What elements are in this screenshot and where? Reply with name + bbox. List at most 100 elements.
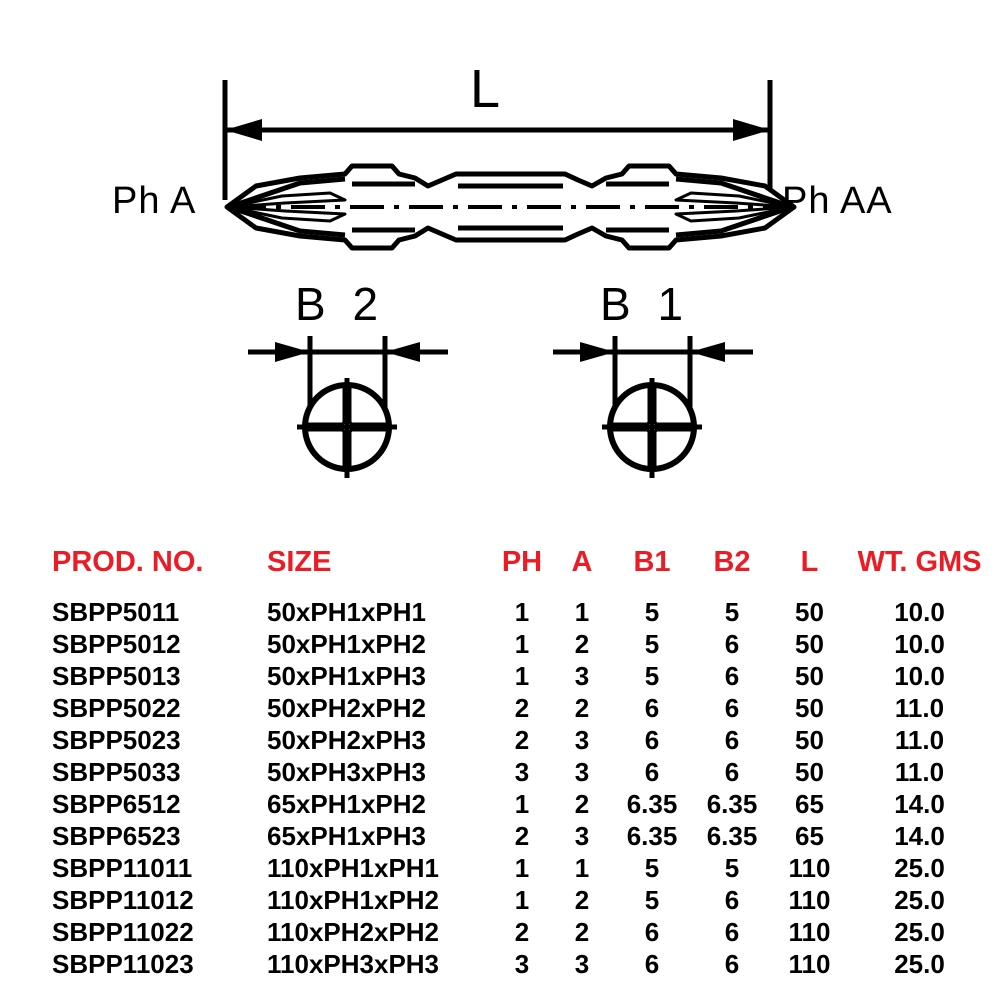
cell-prod-no: SBPP11023 — [52, 949, 194, 979]
cell-wt: 25.0 — [894, 853, 945, 883]
cell-b2: 5 — [724, 597, 740, 627]
cell-b2: 6 — [724, 629, 740, 659]
arrowhead-left — [225, 119, 262, 141]
b2-arrowhead-right — [385, 342, 420, 362]
cell-a: 2 — [574, 693, 590, 723]
cell-a: 1 — [574, 853, 590, 883]
technical-drawing: L Ph A Ph AA B 2 B 1 — [112, 59, 892, 478]
cell-b1: 6 — [644, 757, 660, 787]
cell-ph: 1 — [514, 597, 530, 627]
cell-prod-no: SBPP11011 — [52, 853, 193, 883]
cell-l: 50 — [795, 693, 824, 723]
cell-size: 65xPH1xPH3 — [267, 821, 426, 851]
cell-b1: 6.35 — [626, 789, 678, 819]
cell-l: 50 — [795, 757, 824, 787]
cell-a: 3 — [574, 725, 590, 755]
cell-prod-no: SBPP11022 — [52, 917, 194, 947]
cell-b2: 6 — [724, 693, 740, 723]
section-b2-label: B 2 — [295, 278, 386, 330]
cell-l: 110 — [788, 853, 831, 883]
cell-b2: 6 — [724, 757, 740, 787]
cell-a: 2 — [574, 885, 590, 915]
cell-b1: 5 — [644, 629, 660, 659]
bit-drawing-svg — [222, 80, 797, 478]
b1-arrowhead-right — [690, 342, 725, 362]
cell-l: 65 — [795, 789, 824, 819]
cell-a: 3 — [574, 821, 590, 851]
left-tip-wedge-upper — [227, 191, 347, 209]
cell-size: 50xPH1xPH3 — [267, 661, 426, 691]
cell-a: 2 — [574, 789, 590, 819]
right-tip-flute-upper — [675, 176, 793, 210]
column-header-ph: PH — [501, 546, 543, 578]
cell-a: 2 — [574, 629, 590, 659]
cell-b1: 6 — [644, 917, 660, 947]
left-tip-flute-lower — [228, 204, 346, 238]
cell-size: 50xPH2xPH2 — [267, 693, 426, 723]
cell-b1: 6 — [644, 693, 660, 723]
cell-prod-no: SBPP5013 — [52, 661, 181, 691]
b1-arrowhead-left — [580, 342, 615, 362]
cell-prod-no: SBPP5011 — [52, 597, 180, 627]
cell-prod-no: SBPP5022 — [52, 693, 181, 723]
section-b1 — [553, 336, 753, 478]
screwdriver-bit-body — [224, 163, 797, 251]
cell-wt: 10.0 — [894, 597, 945, 627]
cell-wt: 25.0 — [894, 885, 945, 915]
cell-b1: 6 — [644, 725, 660, 755]
column-header-wt: WT. GMS — [857, 546, 982, 578]
cell-b1: 5 — [644, 597, 660, 627]
cell-wt: 25.0 — [894, 949, 945, 979]
cell-ph: 3 — [514, 757, 530, 787]
cell-l: 110 — [788, 885, 831, 915]
cell-l: 50 — [795, 629, 824, 659]
cell-wt: 14.0 — [894, 789, 945, 819]
cell-ph: 2 — [514, 917, 530, 947]
section-b2 — [248, 336, 448, 478]
column-header-b2: B2 — [713, 546, 751, 578]
cell-ph: 1 — [514, 789, 530, 819]
cell-wt: 11.0 — [894, 725, 945, 755]
cell-b2: 6 — [724, 885, 740, 915]
cell-l: 65 — [795, 821, 824, 851]
cell-b2: 6.35 — [706, 821, 758, 851]
cell-size: 110xPH2xPH2 — [267, 917, 440, 947]
cell-a: 3 — [574, 757, 590, 787]
cell-size: 50xPH1xPH2 — [267, 629, 426, 659]
cell-b2: 5 — [724, 853, 740, 883]
cell-ph: 3 — [514, 949, 530, 979]
cell-size: 110xPH1xPH2 — [267, 885, 440, 915]
cell-b1: 5 — [644, 853, 660, 883]
column-header-l: L — [800, 546, 819, 578]
cell-a: 1 — [574, 597, 590, 627]
right-tip-flute-lower — [675, 204, 793, 238]
right-tip-wedge-lower — [674, 205, 794, 223]
right-tip-wedge-upper — [674, 191, 794, 209]
cell-b1: 6 — [644, 949, 660, 979]
length-dimension-label: L — [470, 59, 501, 119]
b1-centerlines — [602, 378, 702, 478]
b2-centerlines — [297, 378, 397, 478]
cell-size: 110xPH1xPH1 — [267, 853, 440, 883]
cell-b2: 6 — [724, 917, 740, 947]
cell-prod-no: SBPP11012 — [52, 885, 194, 915]
cell-prod-no: SBPP5033 — [52, 757, 181, 787]
left-tip-flute-upper — [228, 176, 346, 210]
cell-prod-no: SBPP6512 — [52, 789, 181, 819]
cell-l: 110 — [788, 917, 831, 947]
left-tip-wedge-lower — [227, 205, 347, 223]
cell-b2: 6 — [724, 661, 740, 691]
cell-wt: 10.0 — [894, 629, 945, 659]
cell-l: 50 — [795, 597, 824, 627]
cell-ph: 1 — [514, 885, 530, 915]
